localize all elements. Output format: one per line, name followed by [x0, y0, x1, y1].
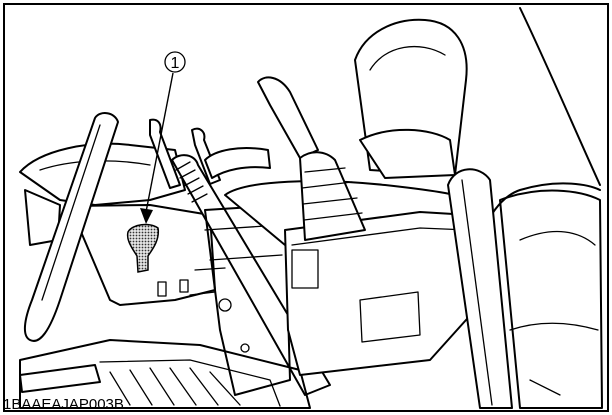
figure-code: 1BAAEAJAP003B: [3, 396, 124, 413]
callout-1: 1: [140, 51, 186, 224]
leader-line: [145, 72, 174, 213]
callout-circle: [164, 51, 186, 73]
cab-door: [499, 189, 603, 409]
figure-frame: [3, 3, 609, 412]
highlighted-knob: [126, 223, 160, 273]
joystick: [257, 76, 366, 241]
leader-arrowhead: [140, 208, 153, 224]
control-lever-left: [24, 112, 119, 342]
right-console: [284, 211, 476, 376]
travel-levers: [149, 118, 271, 189]
rear-grab-bar: [447, 168, 513, 409]
callout-number: 1: [171, 55, 180, 72]
armrest: [359, 128, 456, 179]
